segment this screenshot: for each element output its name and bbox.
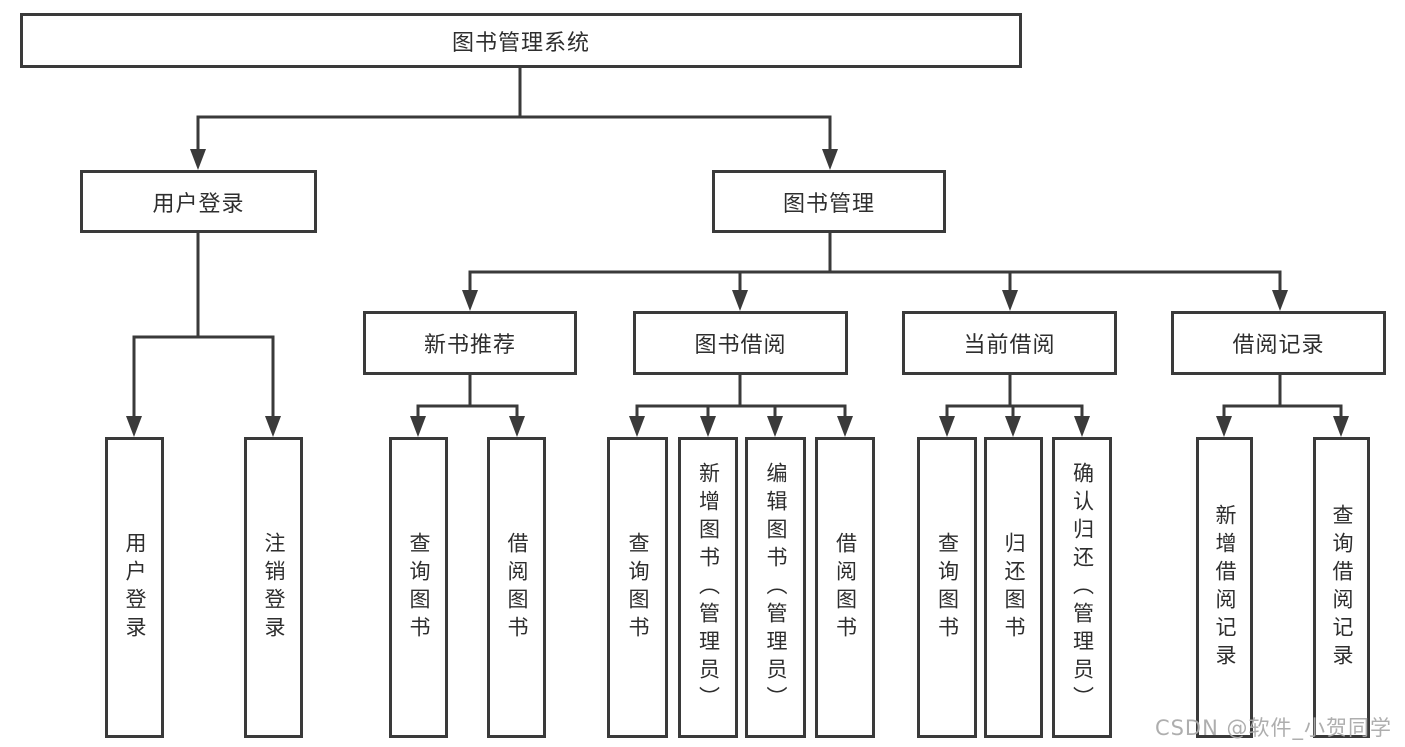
- leaf-user-login: 用户登录: [105, 437, 164, 738]
- leaf-label: 编辑图书（管理员）: [764, 461, 788, 714]
- leaf-add-borrow-record: 新增借阅记录: [1196, 437, 1253, 738]
- leaf-confirm-return-admin: 确认归还（管理员）: [1052, 437, 1112, 738]
- leaf-label: 新增借阅记录: [1213, 503, 1237, 672]
- leaf-label: 确认归还（管理员）: [1070, 461, 1095, 714]
- leaf-label: 借阅图书: [833, 531, 858, 644]
- tree-edges: [132, 66, 1343, 422]
- node-book-management-module: 图书管理: [712, 170, 946, 233]
- node-label: 借阅记录: [1232, 333, 1325, 358]
- node-label: 图书借阅: [694, 333, 787, 358]
- leaf-borrow-books: 借阅图书: [487, 437, 546, 738]
- node-user-login-module: 用户登录: [80, 170, 317, 233]
- node-label: 图书管理系统: [451, 30, 590, 56]
- leaf-label: 查询图书: [626, 531, 650, 644]
- node-library-system: 图书管理系统: [20, 13, 1022, 68]
- leaf-label: 查询借阅记录: [1330, 503, 1354, 672]
- node-label: 新书推荐: [423, 333, 516, 358]
- leaf-label: 查询图书: [935, 531, 960, 644]
- leaf-label: 注销登录: [262, 531, 286, 644]
- node-label: 用户登录: [152, 191, 245, 217]
- leaf-query-borrow-record: 查询借阅记录: [1313, 437, 1370, 738]
- leaf-return-book: 归还图书: [984, 437, 1043, 738]
- node-borrowing-records: 借阅记录: [1171, 311, 1386, 375]
- leaf-label: 借阅图书: [505, 531, 529, 644]
- leaf-edit-book-admin: 编辑图书（管理员）: [745, 437, 806, 738]
- node-label: 图书管理: [782, 191, 875, 217]
- leaf-add-book-admin: 新增图书（管理员）: [678, 437, 738, 738]
- leaf-label: 查询图书: [407, 531, 431, 644]
- leaf-borrow-books: 借阅图书: [815, 437, 875, 738]
- node-book-borrowing: 图书借阅: [633, 311, 848, 375]
- leaf-query-books: 查询图书: [389, 437, 448, 738]
- leaf-label: 归还图书: [1002, 531, 1026, 644]
- node-label: 当前借阅: [963, 333, 1056, 358]
- leaf-query-books: 查询图书: [607, 437, 668, 738]
- leaf-logout: 注销登录: [244, 437, 303, 738]
- leaf-label: 用户登录: [123, 531, 147, 644]
- leaf-query-books: 查询图书: [917, 437, 977, 738]
- csdn-watermark: CSDN @软件_小贺同学: [1154, 716, 1392, 740]
- leaf-label: 新增图书（管理员）: [696, 461, 721, 714]
- arrowheads: [126, 149, 1349, 437]
- node-new-book-recommend: 新书推荐: [363, 311, 577, 375]
- node-current-borrowing: 当前借阅: [902, 311, 1117, 375]
